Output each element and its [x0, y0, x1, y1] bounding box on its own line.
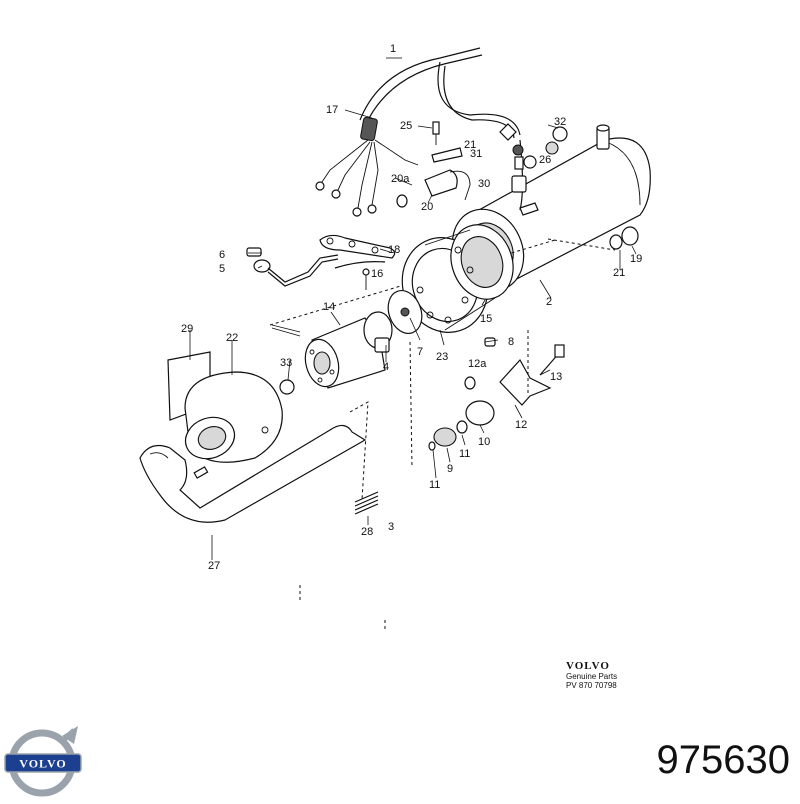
callout-2: 2 — [546, 296, 552, 308]
callout-20a: 20a — [391, 173, 410, 185]
part-number: 975630 — [656, 738, 790, 782]
callout-6: 6 — [219, 249, 225, 261]
callout-12a: 12a — [468, 358, 487, 370]
burner-unit — [271, 311, 393, 389]
combustion-chamber — [401, 224, 514, 333]
blower-housing — [167, 351, 283, 463]
logo-wordmark: VOLVO — [19, 757, 66, 771]
callout-20: 20 — [421, 201, 433, 213]
callout-3: 3 — [388, 521, 394, 533]
o-ring — [279, 379, 295, 395]
top-small-parts — [396, 121, 568, 216]
exhaust-pipe — [139, 424, 367, 523]
callout-33: 33 — [280, 357, 292, 369]
callout-9: 9 — [447, 463, 453, 475]
stamp-subtitle: Genuine Parts — [566, 672, 618, 681]
callout-30: 30 — [478, 178, 490, 190]
pipe-clamp — [609, 226, 639, 250]
callout-27: 27 — [208, 560, 220, 572]
callout-15: 15 — [480, 313, 492, 325]
callout-25: 25 — [400, 120, 412, 132]
callout-32: 32 — [554, 116, 566, 128]
callout-11b: 11 — [429, 479, 440, 491]
callout-10: 10 — [478, 436, 490, 448]
callout-8: 8 — [508, 336, 514, 348]
callout-23: 23 — [436, 351, 448, 363]
volvo-iron-mark-icon: VOLVO — [4, 726, 82, 797]
callout-29: 29 — [181, 323, 193, 335]
callout-19: 19 — [630, 253, 642, 265]
right-small-parts — [428, 337, 565, 451]
callout-31: 31 — [470, 148, 482, 160]
callout-13: 13 — [550, 371, 562, 383]
mounting-bracket — [319, 234, 396, 269]
callout-4: 4 — [383, 361, 389, 373]
callout-7: 7 — [417, 346, 423, 358]
leader-lines — [189, 57, 637, 560]
callout-11a: 11 — [459, 448, 470, 460]
callout-1: 1 — [390, 43, 396, 55]
callout-28: 28 — [361, 526, 373, 538]
wiring-harness — [315, 47, 524, 217]
stamp-brand: VOLVO — [566, 660, 610, 672]
stamp-code: PV 870 70798 — [566, 681, 617, 690]
callout-26: 26 — [539, 154, 551, 166]
callout-22: 22 — [226, 332, 238, 344]
callout-16: 16 — [371, 268, 383, 280]
callout-21b: 21 — [613, 267, 625, 279]
spring — [354, 491, 379, 515]
callout-14: 14 — [323, 301, 335, 313]
callout-labels: 1 2 3 4 5 6 7 8 9 10 11 11 12 12a 13 14 … — [181, 43, 642, 572]
callout-21a: 21 — [464, 139, 476, 151]
genuine-parts-stamp: VOLVO Genuine Parts PV 870 70798 — [566, 660, 636, 690]
callout-12: 12 — [515, 419, 527, 431]
callout-17: 17 — [326, 104, 338, 116]
callout-5: 5 — [219, 263, 225, 275]
callout-18: 18 — [388, 244, 400, 256]
